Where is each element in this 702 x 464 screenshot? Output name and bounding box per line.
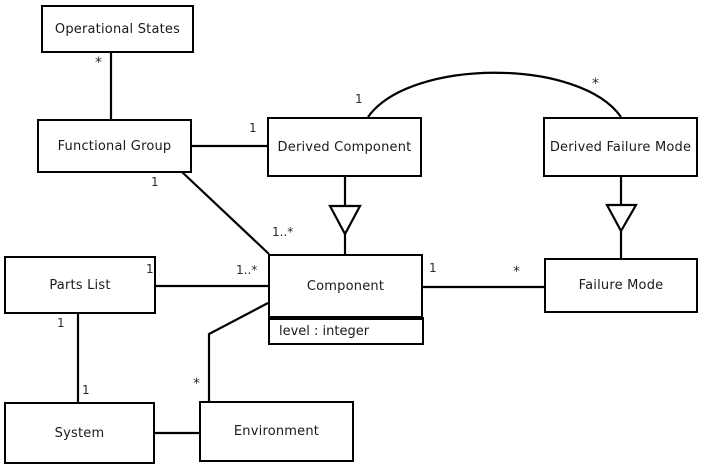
generalization-arrowhead-failure-mode bbox=[605, 203, 638, 234]
class-name-derived-failure-mode: Derived Failure Mode bbox=[549, 139, 692, 155]
multiplicity-component-failure-mode: 1 bbox=[429, 261, 437, 275]
class-name-component: Component bbox=[306, 278, 385, 294]
multiplicity-component-functional-group: 1..* bbox=[272, 225, 294, 239]
multiplicity-functional-group-component: 1 bbox=[151, 175, 159, 189]
class-box-component[interactable]: Component bbox=[268, 254, 423, 318]
multiplicity-operational-states-functional-group: * bbox=[95, 55, 102, 71]
class-name-functional-group: Functional Group bbox=[57, 138, 172, 154]
class-box-derived-component[interactable]: Derived Component bbox=[267, 117, 422, 177]
edge-derived-component-derived-failure-mode[interactable] bbox=[367, 71, 622, 118]
multiplicity-parts-list-component: 1 bbox=[146, 262, 154, 276]
multiplicity-functional-group-derived-component: 1 bbox=[249, 121, 257, 135]
class-box-functional-group[interactable]: Functional Group bbox=[37, 119, 192, 173]
class-box-parts-list[interactable]: Parts List bbox=[4, 256, 156, 314]
class-box-failure-mode[interactable]: Failure Mode bbox=[544, 258, 698, 313]
class-name-environment: Environment bbox=[233, 424, 320, 439]
edge-functional-group-component[interactable] bbox=[181, 171, 270, 255]
multiplicity-system-parts-list: 1 bbox=[82, 383, 90, 397]
multiplicity-parts-list-system: 1 bbox=[57, 316, 65, 330]
class-name-failure-mode: Failure Mode bbox=[578, 278, 664, 293]
class-box-system[interactable]: System bbox=[4, 402, 155, 464]
class-name-derived-component: Derived Component bbox=[277, 139, 412, 155]
class-name-operational-states: Operational States bbox=[54, 21, 181, 37]
class-name-parts-list: Parts List bbox=[49, 277, 111, 293]
multiplicity-derived-component-derived-failure-mode: 1 bbox=[355, 92, 363, 106]
multiplicity-derived-failure-mode-derived-component: * bbox=[592, 76, 599, 92]
class-box-environment[interactable]: Environment bbox=[199, 401, 354, 462]
multiplicity-component-parts-list: 1..* bbox=[236, 263, 258, 277]
class-box-derived-failure-mode[interactable]: Derived Failure Mode bbox=[543, 117, 698, 177]
multiplicity-failure-mode-component: * bbox=[513, 264, 520, 280]
edge-environment-component[interactable] bbox=[207, 302, 269, 401]
class-name-system: System bbox=[54, 425, 105, 441]
multiplicity-environment-component: * bbox=[193, 376, 200, 392]
class-attributes-component[interactable]: level : integer bbox=[268, 317, 424, 345]
attribute-component-level: level : integer bbox=[279, 324, 370, 339]
class-box-operational-states[interactable]: Operational States bbox=[41, 5, 194, 53]
generalization-arrowhead-component bbox=[328, 204, 362, 237]
